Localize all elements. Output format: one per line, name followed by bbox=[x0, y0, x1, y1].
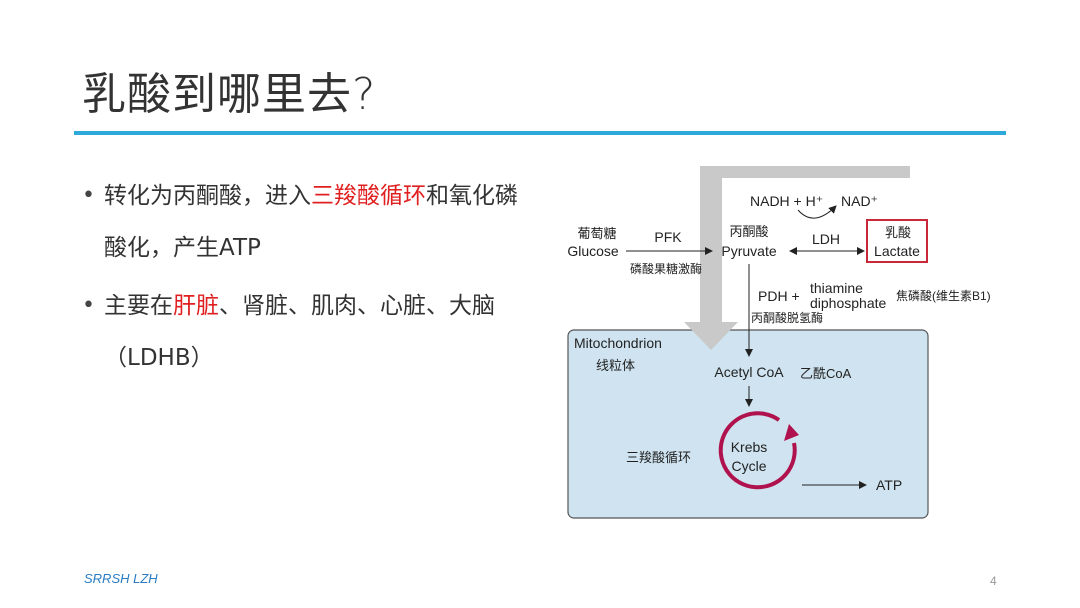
highlight-text: 三羧酸循环 bbox=[311, 183, 426, 209]
atp-label: ATP bbox=[876, 477, 902, 493]
pyruvate-cn-label: 丙酮酸 bbox=[729, 224, 768, 239]
thiamine-label-1: thiamine bbox=[810, 280, 863, 296]
bullet-list: • 转化为丙酮酸，进入三羧酸循环和氧化磷酸化，产生ATP • 主要在肝脏、肾脏、… bbox=[80, 170, 540, 390]
krebs-cycle-ring bbox=[718, 411, 797, 490]
title-divider bbox=[74, 131, 1006, 135]
footer-author: SRRSH LZH bbox=[84, 571, 158, 586]
krebs-cn-label: 三羧酸循环 bbox=[626, 450, 691, 465]
mitochondrion-en-label: Mitochondrion bbox=[574, 335, 662, 351]
gray-flow-arrow bbox=[684, 166, 910, 350]
bullet-dot-icon: • bbox=[82, 183, 95, 208]
lactate-box bbox=[866, 219, 928, 263]
mitochondrion-cn-label: 线粒体 bbox=[596, 358, 635, 373]
ldh-label: LDH bbox=[812, 231, 840, 247]
nadh-label: NADH + H⁺ bbox=[750, 193, 823, 209]
bullet-text: 转化为丙酮酸，进入三羧酸循环和氧化磷酸化，产生ATP bbox=[104, 183, 518, 261]
thiamine-cn-label: 焦磷酸(维生素B1) bbox=[896, 288, 991, 303]
highlight-text: 肝脏 bbox=[173, 293, 219, 319]
acetyl-coa-cn-label: 乙酰CoA bbox=[800, 366, 852, 381]
bullet-text-part: 转化为丙酮酸，进入 bbox=[104, 183, 311, 209]
pfk-cn-label: 磷酸果糖激酶 bbox=[630, 261, 702, 276]
pfk-label: PFK bbox=[654, 229, 682, 245]
thiamine-label-2: diphosphate bbox=[810, 295, 887, 311]
krebs-cycle-arrowhead bbox=[784, 424, 799, 441]
bullet-dot-icon: • bbox=[82, 293, 95, 318]
bullet-item: • 主要在肝脏、肾脏、肌肉、心脏、大脑（LDHB） bbox=[80, 280, 540, 384]
bullet-text: 主要在肝脏、肾脏、肌肉、心脏、大脑（LDHB） bbox=[104, 293, 495, 371]
lactate-en-label: Lactate bbox=[874, 243, 920, 259]
nad-label: NAD⁺ bbox=[841, 193, 878, 209]
bullet-text-part: 和氧化磷酸化，产生ATP bbox=[104, 183, 518, 261]
lactate-cn-label: 乳酸 bbox=[885, 225, 911, 240]
page-title: 乳酸到哪里去? bbox=[82, 69, 377, 120]
bullet-text-part: 主要在 bbox=[104, 293, 173, 319]
mitochondrion-box bbox=[567, 329, 929, 519]
metabolism-diagram: 葡萄糖 Glucose PFK 磷酸果糖激酶 丙酮酸 Pyruvate NADH… bbox=[567, 166, 991, 519]
bullet-text-part: 、肾脏、肌肉、心脏、大脑（LDHB） bbox=[104, 293, 495, 371]
nadh-nad-curve-arrow bbox=[797, 205, 837, 219]
page-number: 4 bbox=[990, 574, 997, 588]
acetyl-coa-label: Acetyl CoA bbox=[714, 364, 784, 380]
krebs-label-2: Cycle bbox=[731, 458, 766, 474]
pdh-cn-label: 丙酮酸脱氢酶 bbox=[751, 310, 823, 325]
krebs-label-1: Krebs bbox=[731, 439, 768, 455]
glucose-cn-label: 葡萄糖 bbox=[577, 226, 616, 241]
glucose-en-label: Glucose bbox=[567, 243, 619, 259]
bullet-item: • 转化为丙酮酸，进入三羧酸循环和氧化磷酸化，产生ATP bbox=[80, 170, 540, 274]
pyruvate-en-label: Pyruvate bbox=[721, 243, 776, 259]
pdh-label: PDH + bbox=[758, 288, 800, 304]
